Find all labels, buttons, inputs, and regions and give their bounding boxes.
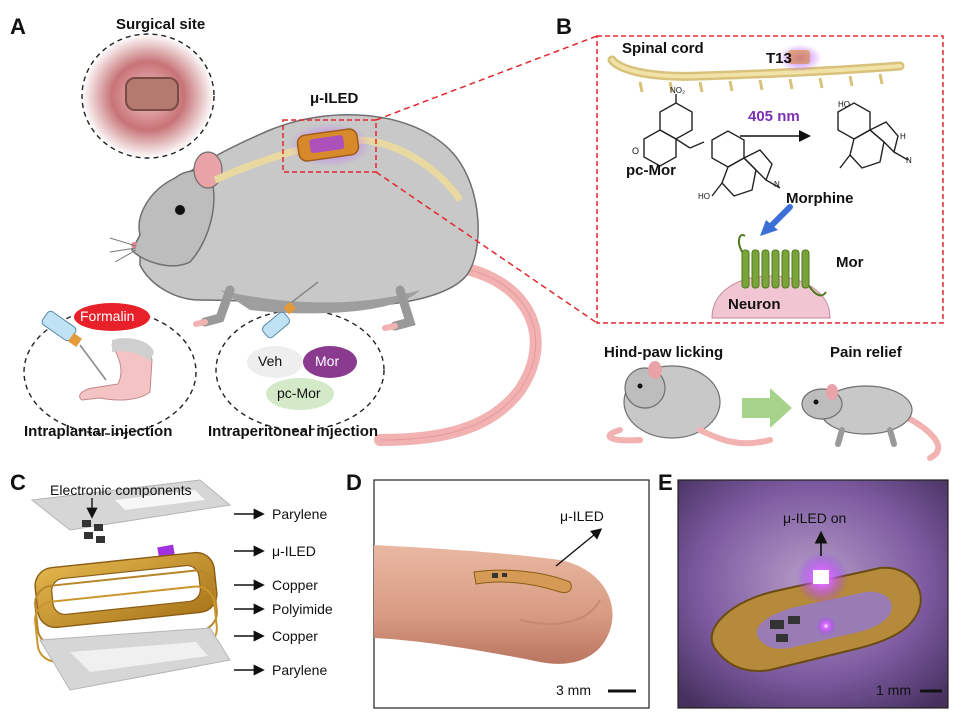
device-callout-arrow (555, 528, 603, 567)
layer-label-3: Copper (272, 577, 318, 593)
scale-label-e: 1 mm (876, 682, 911, 698)
layer-label-1: Parylene (272, 506, 328, 522)
ho-label-1: HO (698, 192, 710, 201)
mor-pill (303, 346, 357, 378)
intraperitoneal-circle (215, 309, 385, 431)
implant-in-wound (125, 77, 179, 111)
scale-label-d: 3 mm (556, 682, 591, 698)
veh-pill (247, 346, 303, 378)
pc-mor-label: pc-Mor (277, 385, 321, 401)
layer-label-2: μ-ILED (272, 543, 316, 559)
zoom-line-bottom (375, 171, 598, 324)
intraperitoneal-label: Intraperitoneal injection (208, 423, 379, 440)
intraplantar-circle (23, 309, 197, 435)
formalin-pill (74, 303, 150, 331)
panel-label-a: A (10, 14, 26, 39)
morphine-arrow (767, 204, 793, 230)
device-exploded-view (30, 479, 232, 691)
n-label-1: N (774, 180, 780, 189)
syringe-icon-2 (261, 281, 319, 339)
hind-paw-label: Hind-paw licking (604, 344, 724, 361)
morphine-structure (837, 102, 909, 169)
mor-label: Mor (315, 353, 340, 369)
layer-label-6: Parylene (272, 662, 328, 678)
pc-mor-structure-label: pc-Mor (626, 162, 676, 179)
neuron-shape (711, 275, 831, 319)
wavelength-label: 405 nm (748, 108, 800, 125)
green-arrow-icon (742, 388, 792, 428)
surgical-site-label: Surgical site (116, 16, 206, 33)
device-label: μ-ILED (310, 90, 359, 107)
syringe-icon (41, 310, 107, 381)
receptor-label: Mor (836, 254, 864, 271)
pain-relief-label: Pain relief (830, 344, 902, 361)
licking-rat-illustration (606, 361, 773, 447)
device-on-label: μ-ILED on (783, 510, 847, 526)
ho-label-2: HO (838, 100, 850, 109)
fingertip-photo (374, 545, 613, 664)
rat-illustration (109, 113, 542, 446)
panel-label-c: C (10, 470, 26, 495)
relieved-rat-illustration (801, 384, 942, 461)
spinal-cord-label: Spinal cord (622, 40, 704, 57)
n-label-2: N (906, 156, 912, 165)
mor-receptor (737, 234, 827, 297)
neuron-label: Neuron (728, 296, 781, 313)
pc-mor-pill (266, 378, 334, 410)
intraplantar-label: Intraplantar injection (24, 423, 173, 440)
no2-label: NO₂ (670, 86, 686, 95)
layer-label-4: Polyimide (272, 601, 333, 617)
panel-label-b: B (556, 14, 572, 39)
finger-device-label: μ-ILED (560, 508, 604, 524)
panel-label-e: E (658, 470, 673, 495)
implant-highlight-box (282, 119, 377, 173)
spinal-cord-icon (607, 44, 905, 93)
layer-label-5: Copper (272, 628, 318, 644)
zoom-line-top (375, 35, 598, 121)
components-label: Electronic components (50, 482, 192, 498)
layer-arrows (234, 508, 265, 676)
formalin-label: Formalin (80, 308, 135, 324)
morphine-label: Morphine (786, 190, 854, 207)
panel-b-box (596, 35, 944, 324)
veh-label: Veh (258, 353, 283, 369)
t13-label: T13 (766, 50, 792, 67)
device-on-finger (473, 569, 572, 593)
o-label: O (632, 146, 640, 156)
panel-label-d: D (346, 470, 362, 495)
pc-mor-structure (643, 94, 781, 197)
h-label: H (900, 132, 906, 141)
